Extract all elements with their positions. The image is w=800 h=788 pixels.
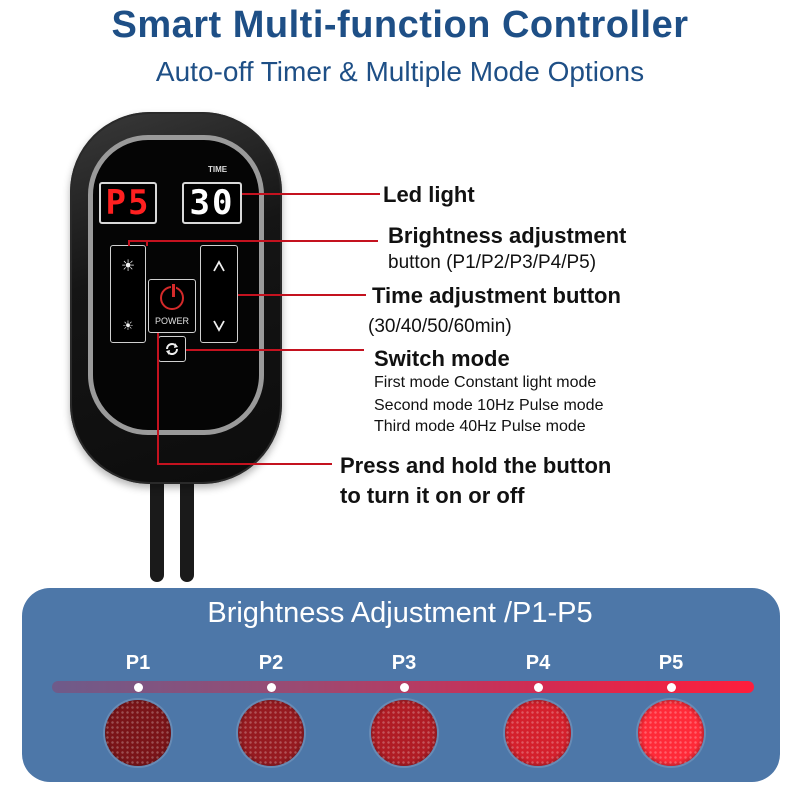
brightness-down-button[interactable]: ☀	[110, 310, 146, 340]
level-label-p2: P2	[258, 652, 284, 674]
level-marker-p1	[133, 683, 143, 692]
power-instruction-line-1: Press and hold the button	[340, 453, 612, 478]
led-light-label: Led light	[383, 182, 475, 207]
leader-switch	[186, 349, 364, 351]
page-subtitle: Auto-off Timer & Multiple Mode Options	[155, 56, 645, 87]
time-display: 30	[182, 182, 242, 224]
brightness-adjustment-sub: button (P1/P2/P3/P4/P5)	[388, 252, 597, 273]
mode-display-value: P5	[105, 183, 151, 223]
mode-display: P5	[99, 182, 157, 224]
level-marker-p4	[533, 683, 543, 692]
brightness-button-panel	[110, 245, 146, 343]
level-label-p3: P3	[391, 652, 417, 674]
switch-mode-label: Switch mode	[374, 346, 510, 371]
leader-led	[242, 193, 380, 195]
led-panel-p5	[638, 700, 704, 766]
power-instruction-line-2: to turn it on or off	[340, 483, 525, 508]
brightness-panel-title: Brightness Adjustment /P1-P5	[207, 597, 593, 629]
led-panel-p3	[371, 700, 437, 766]
brightness-up-button[interactable]: ☀	[110, 252, 146, 282]
leader-brightness-v	[128, 240, 130, 246]
time-up-button[interactable]	[200, 252, 238, 282]
leader-brightness	[146, 242, 148, 246]
refresh-icon	[166, 343, 178, 355]
time-down-button[interactable]	[200, 310, 238, 340]
chevron-up-icon	[213, 260, 225, 272]
sun-icon: ☀	[122, 317, 134, 333]
sun-icon: ☀	[120, 258, 136, 275]
level-marker-p5	[666, 683, 676, 692]
level-label-p5: P5	[658, 652, 684, 674]
level-marker-p2	[266, 683, 276, 692]
level-marker-p3	[399, 683, 409, 692]
switch-mode-line-2: Second mode 10Hz Pulse mode	[374, 397, 604, 414]
switch-mode-line-3: Third mode 40Hz Pulse mode	[374, 418, 586, 435]
time-display-value: 30	[189, 183, 235, 223]
power-icon-bar	[171, 283, 176, 298]
led-panel-p4	[505, 700, 571, 766]
leader-power-h	[157, 463, 332, 465]
controller-cable-left	[150, 470, 164, 582]
leader-brightness-h	[128, 240, 378, 242]
controller-cable-right	[180, 470, 194, 582]
time-adjustment-sub: (30/40/50/60min)	[368, 316, 512, 337]
level-label-p1: P1	[125, 652, 151, 674]
leader-time	[238, 294, 366, 296]
time-adjustment-label: Time adjustment button	[372, 283, 621, 308]
page-title: Smart Multi-function Controller	[111, 4, 689, 46]
switch-mode-line-1: First mode Constant light mode	[374, 374, 597, 391]
level-label-p4: P4	[525, 652, 551, 674]
power-label: POWER	[154, 316, 189, 326]
led-panel-p2	[238, 700, 304, 766]
leader-power-v	[157, 333, 159, 465]
power-button[interactable]: POWER	[148, 279, 196, 333]
led-panel-p1	[105, 700, 171, 766]
switch-mode-button[interactable]	[158, 336, 186, 362]
time-label: TIME	[208, 165, 228, 174]
brightness-adjustment-label: Brightness adjustment	[388, 223, 627, 248]
chevron-down-icon	[213, 320, 225, 332]
